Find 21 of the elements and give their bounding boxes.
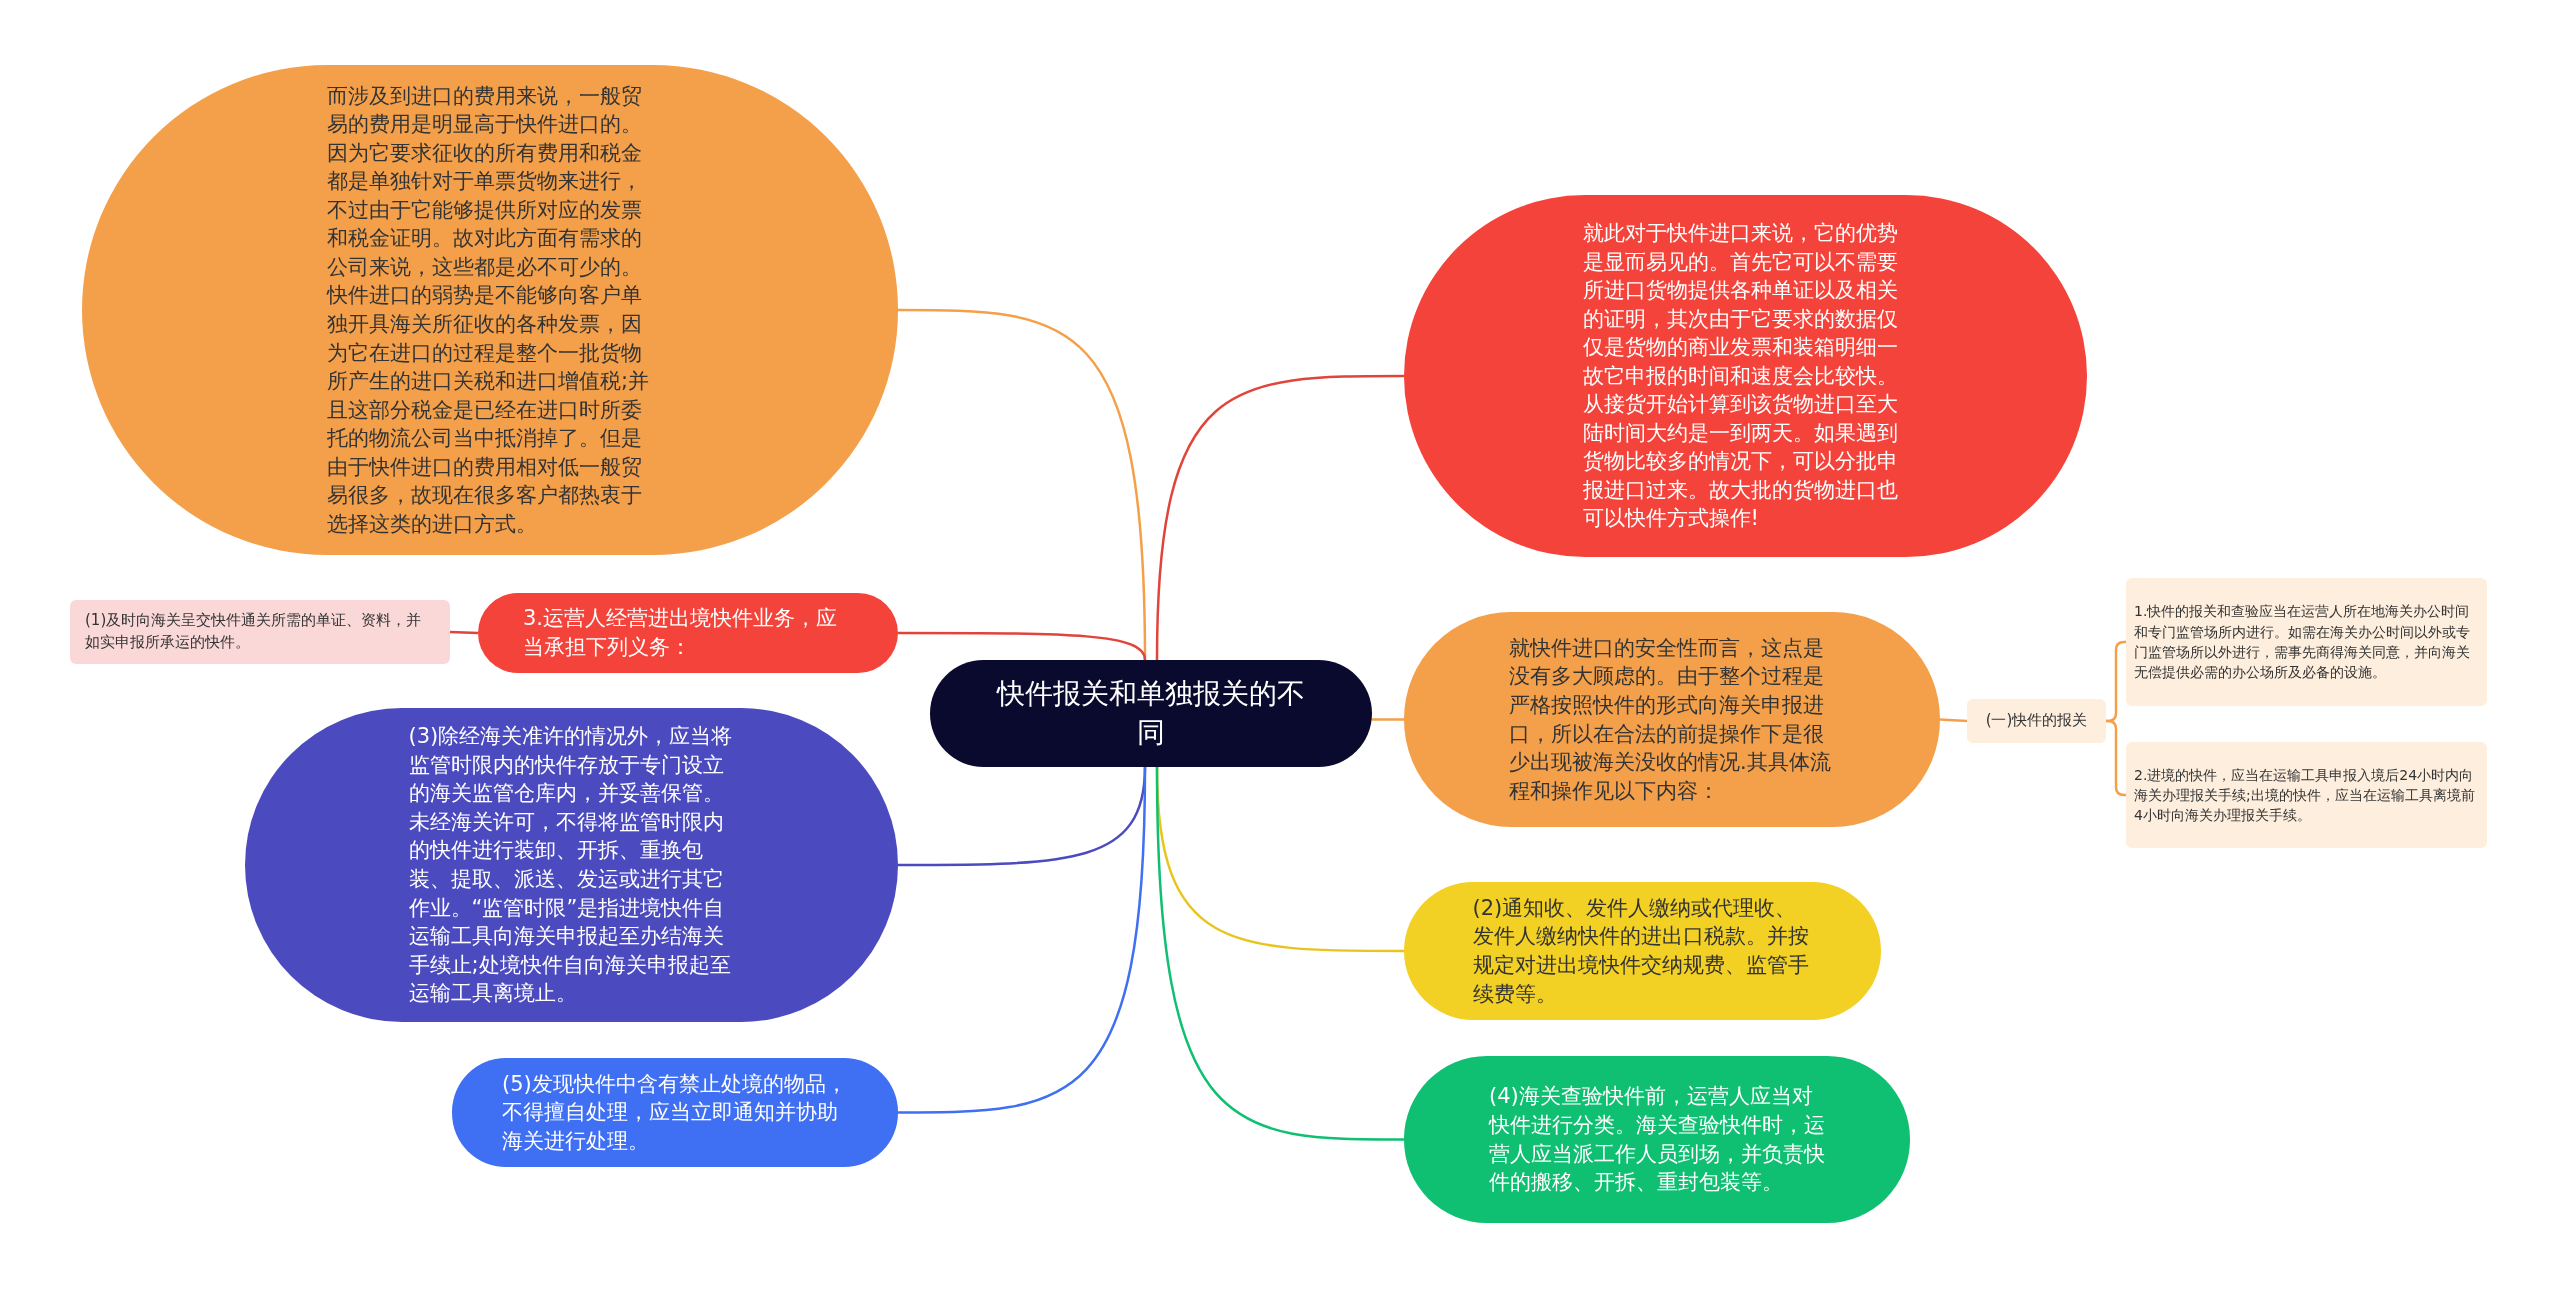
connector [1372, 718, 1404, 721]
connector [898, 631, 1147, 661]
connector [1155, 374, 1404, 661]
central-topic: 快件报关和单独报关的不同 [930, 660, 1372, 767]
topic-pill: 而涉及到进口的费用来说，一般贸易的费用是明显高于快件进口的。因为它要求征收的所有费用和税金都是单独针对于单票货物来进行，不过由于它能够提供所对应的发票和税金证明。故对此方面有需求的公司来说，这些都是必不可少的。快件进口的弱势是不能够向客户单独开具海关所征收的各种发票，因为它在进口的过程是整个一批货物所产生的进口关税和进口增值税;并且这部分税金是已经在进口时所委托的物流公司当中抵消掉了。但是由于快件进口的费用相对低一般贸易很多，故现在很多客户都热衷于选择这类的进口方式。 [82, 65, 898, 555]
note-card: (1)及时向海关呈交快件通关所需的单证、资料，并如实申报所承运的快件。 [70, 600, 450, 664]
topic-pill: 就快件进口的安全性而言，这点是没有多大顾虑的。由于整个过程是严格按照快件的形式向海关申报进口，所以在合法的前提操作下是很少出现被海关没收的情况.其具体流程和操作见以下内容： [1404, 612, 1940, 827]
connector [449, 630, 479, 635]
topic-pill: 3.运营人经营进出境快件业务，应当承担下列义务： [478, 593, 898, 673]
topic-pill: (5)发现快件中含有禁止处境的物品，不得擅自处理，应当立即通知并协助海关进行处理。 [452, 1058, 898, 1167]
note-card: 2.进境的快件，应当在运输工具申报入境后24小时内向海关办理报关手续;出境的快件，应当在运输工具离境前4小时向海关办理报关手续。 [2126, 742, 2487, 848]
connector [898, 766, 1147, 1114]
topic-pill: (3)除经海关准许的情况外，应当将监管时限内的快件存放于专门设立的海关监管仓库内，并妥善保管。未经海关许可，不得将监管时限内的快件进行装卸、开拆、重换包装、提取、派送、发运或进行其它作业。“监管时限”是指进境快件自运输工具向海关申报起至办结海关手续止;处境快件自向海关申报起至运输工具离境止。 [245, 708, 898, 1022]
topic-pill: 就此对于快件进口来说，它的优势是显而易见的。首先它可以不需要所进口货物提供各种单证以及相关的证明，其次由于它要求的数据仅仅是货物的商业发票和装箱明细一故它申报的时间和速度会比较快。从接货开始计算到该货物进口至大陆时间大约是一到两天。如果遇到货物比较多的情况下，可以分批申报进口过来。故大批的货物进口也可以快件方式操作! [1404, 195, 2087, 557]
note-card: 1.快件的报关和查验应当在运营人所在地海关办公时间和专门监管场所内进行。如需在海关办公时间以外或专门监管场所以外进行，需事先商得海关同意，并向海关无偿提供必需的办公场所及必备的设施。 [2126, 578, 2487, 706]
connector [1155, 766, 1404, 1141]
connector [1939, 718, 1968, 723]
topic-pill: (4)海关查验快件前，运营人应当对快件进行分类。海关查验快件时，运营人应当派工作人员到场，并负责快件的搬移、开拆、重封包装等。 [1404, 1056, 1910, 1223]
connector [2106, 719, 2126, 797]
subtopic-tag: (一)快件的报关 [1967, 699, 2106, 743]
topic-pill: (2)通知收、发件人缴纳或代理收、发件人缴纳快件的进出口税款。并按规定对进出境快件交纳规费、监管手续费等。 [1404, 882, 1881, 1020]
